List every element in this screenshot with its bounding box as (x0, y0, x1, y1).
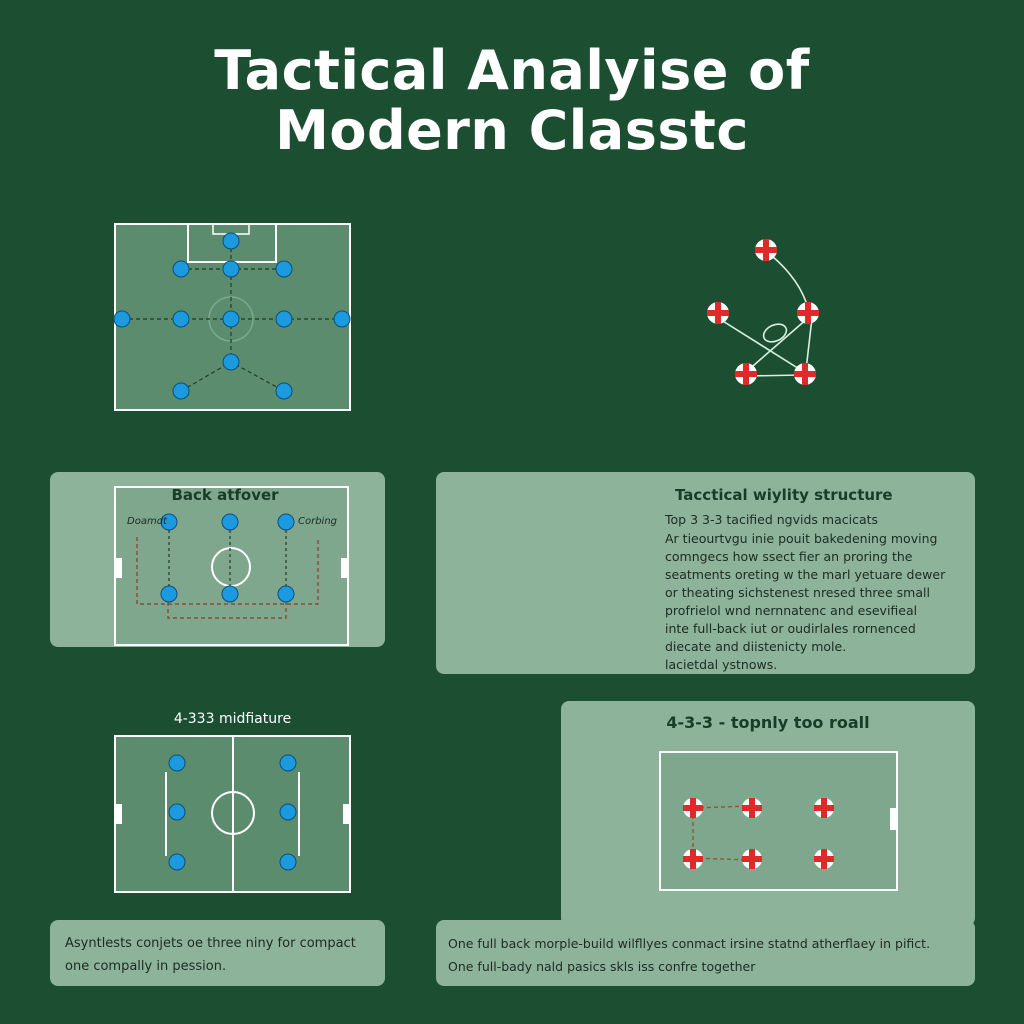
player-node (168, 853, 186, 871)
player-node (113, 310, 131, 328)
player-node (275, 260, 293, 278)
text-line: Asyntlests conjets oe three niny for com… (65, 936, 356, 951)
player-node (222, 232, 240, 250)
player-node (168, 754, 186, 772)
title-line-2: Modern Classtc (275, 99, 749, 162)
player-node (221, 585, 239, 603)
player-node (222, 353, 240, 371)
player-node (277, 513, 295, 531)
text-line: One full-bady nald pasics skls iss confr… (448, 959, 756, 974)
text-line: One full back morple-build wilfllyes con… (448, 936, 931, 951)
body-line: inte full-back iut or oudirlales rornenc… (665, 621, 916, 636)
midfield-label: 4-333 midfiature (173, 711, 292, 727)
player-node (172, 310, 190, 328)
player-node (160, 513, 178, 531)
back-panel-title: Back atfover (171, 486, 279, 504)
body-line: seatments oreting w the marl yetuare dew… (665, 567, 946, 582)
player-node (279, 853, 297, 871)
player-node (168, 803, 186, 821)
player-node (333, 310, 351, 328)
player-node (277, 585, 295, 603)
bottom-right-text: One full back morple-build wilfllyes con… (448, 932, 930, 978)
structure-panel (436, 472, 975, 674)
player-markers (707, 239, 819, 385)
player-node (275, 382, 293, 400)
structure-body: Ar tieourtvgu inie pouit bakedening movi… (665, 530, 945, 674)
structure-title: Tacctical wiylity structure (675, 486, 893, 504)
text-line: one compally in pession. (65, 959, 227, 974)
player-node (222, 260, 240, 278)
player-node (160, 585, 178, 603)
player-node (172, 382, 190, 400)
body-line: diecate and diistenicty mole. (665, 639, 847, 654)
label-right: Corbing (298, 516, 338, 527)
player-node (279, 754, 297, 772)
label-left: Doamdt (127, 516, 167, 527)
title-line-1: Tactical Analyise of (214, 39, 810, 102)
bottom-left-box (50, 920, 385, 986)
body-line: comngecs how ssect fier an proring the (665, 549, 913, 564)
body-line: lacietdal ystnows. (665, 657, 778, 672)
body-line: Ar tieourtvgu inie pouit bakedening movi… (665, 531, 938, 546)
player-node (221, 513, 239, 531)
bottom-right-box (436, 920, 975, 986)
player-node (172, 260, 190, 278)
body-line: or theating sichstenest nresed three sma… (665, 585, 930, 600)
structure-subtitle: Top 3 3-3 tacified ngvids macicats (665, 512, 879, 527)
player-node (279, 803, 297, 821)
player-node (222, 310, 240, 328)
body-line: profrielol wnd nernnatenc and esevifieal (665, 603, 918, 618)
topology-title: 4-3-3 - topnly too roall (666, 713, 870, 732)
player-node (275, 310, 293, 328)
bottom-left-text: Asyntlests conjets oe three niny for com… (65, 932, 356, 978)
